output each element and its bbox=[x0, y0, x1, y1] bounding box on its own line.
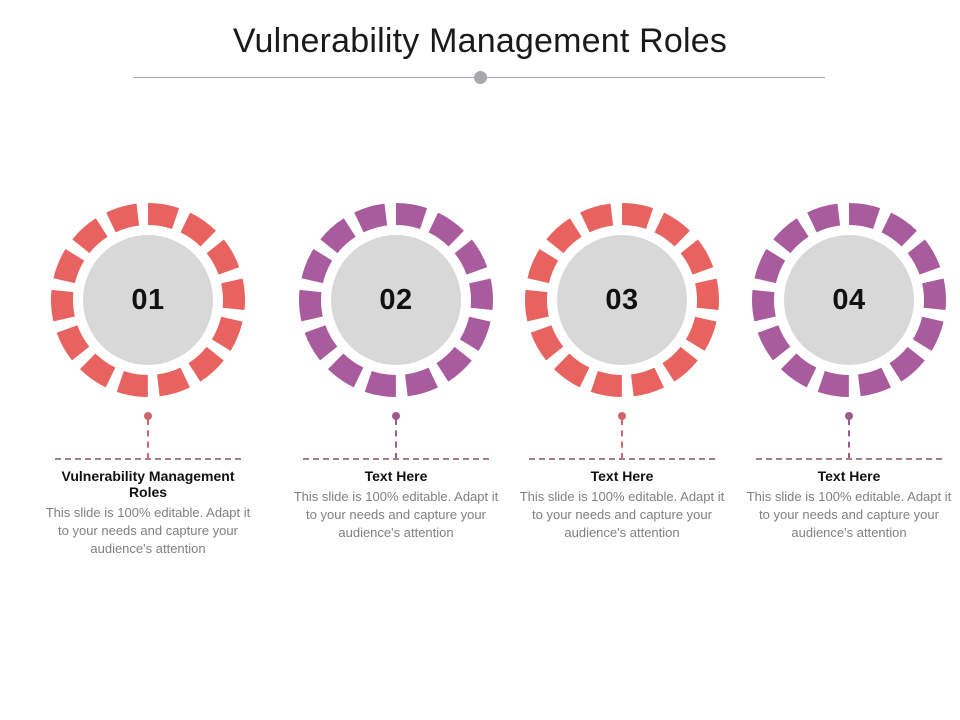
step-body: This slide is 100% editable. Adapt it to… bbox=[45, 505, 251, 556]
inner-disc bbox=[557, 235, 687, 365]
page-title: Vulnerability Management Roles bbox=[232, 22, 728, 60]
step-text-block-1: Vulnerability Management Roles This slid… bbox=[35, 468, 261, 558]
step-number: 04 bbox=[832, 283, 866, 316]
step-number: 02 bbox=[379, 283, 413, 316]
step-heading: Text Here bbox=[817, 468, 881, 484]
connector-2 bbox=[283, 412, 509, 462]
step-heading: Text Here bbox=[364, 468, 428, 484]
slide-header: Vulnerability Management Roles bbox=[0, 0, 960, 100]
divider-dot-icon bbox=[474, 71, 487, 84]
step-text-block-2: Text Here This slide is 100% editable. A… bbox=[283, 468, 509, 542]
pin-stem-line bbox=[147, 419, 149, 459]
pin-stem-line bbox=[621, 419, 623, 459]
step-body: This slide is 100% editable. Adapt it to… bbox=[293, 489, 499, 540]
dashed-ring-graphic-4: 04 bbox=[749, 200, 949, 400]
pin-dot-icon bbox=[618, 412, 626, 420]
inner-disc bbox=[83, 235, 213, 365]
dashed-ring-graphic-3: 03 bbox=[522, 200, 722, 400]
horizontal-dashed-line bbox=[55, 458, 241, 460]
step-heading: Vulnerability Management Roles bbox=[61, 468, 235, 500]
step-heading: Text Here bbox=[590, 468, 654, 484]
step-column-1[interactable]: 01 Vulnerability Management Roles This s… bbox=[35, 200, 261, 600]
connector-1 bbox=[35, 412, 261, 462]
step-text-block-4: Text Here This slide is 100% editable. A… bbox=[736, 468, 960, 542]
dashed-ring-graphic-1: 01 bbox=[48, 200, 248, 400]
step-column-2[interactable]: 02 Text Here This slide is 100% editable… bbox=[283, 200, 509, 600]
dashed-ring-icon bbox=[525, 203, 719, 397]
inner-disc bbox=[784, 235, 914, 365]
pin-stem-line bbox=[848, 419, 850, 459]
horizontal-dashed-line bbox=[303, 458, 489, 460]
step-column-3[interactable]: 03 Text Here This slide is 100% editable… bbox=[509, 200, 735, 600]
step-column-4[interactable]: 04 Text Here This slide is 100% editable… bbox=[736, 200, 960, 600]
step-body: This slide is 100% editable. Adapt it to… bbox=[519, 489, 725, 540]
connector-4 bbox=[736, 412, 960, 462]
step-number: 03 bbox=[605, 283, 639, 316]
pin-dot-icon bbox=[144, 412, 152, 420]
dashed-ring-icon bbox=[51, 203, 245, 397]
step-body: This slide is 100% editable. Adapt it to… bbox=[746, 489, 952, 540]
connector-3 bbox=[509, 412, 735, 462]
header-divider bbox=[133, 70, 825, 86]
step-number: 01 bbox=[131, 283, 165, 316]
pin-dot-icon bbox=[845, 412, 853, 420]
pin-stem-line bbox=[395, 419, 397, 459]
steps-container: 01 Vulnerability Management Roles This s… bbox=[0, 200, 960, 600]
pin-dot-icon bbox=[392, 412, 400, 420]
dashed-ring-icon bbox=[752, 203, 946, 397]
dashed-ring-graphic-2: 02 bbox=[296, 200, 496, 400]
inner-disc bbox=[331, 235, 461, 365]
step-text-block-3: Text Here This slide is 100% editable. A… bbox=[509, 468, 735, 542]
horizontal-dashed-line bbox=[529, 458, 715, 460]
horizontal-dashed-line bbox=[756, 458, 942, 460]
dashed-ring-icon bbox=[299, 203, 493, 397]
